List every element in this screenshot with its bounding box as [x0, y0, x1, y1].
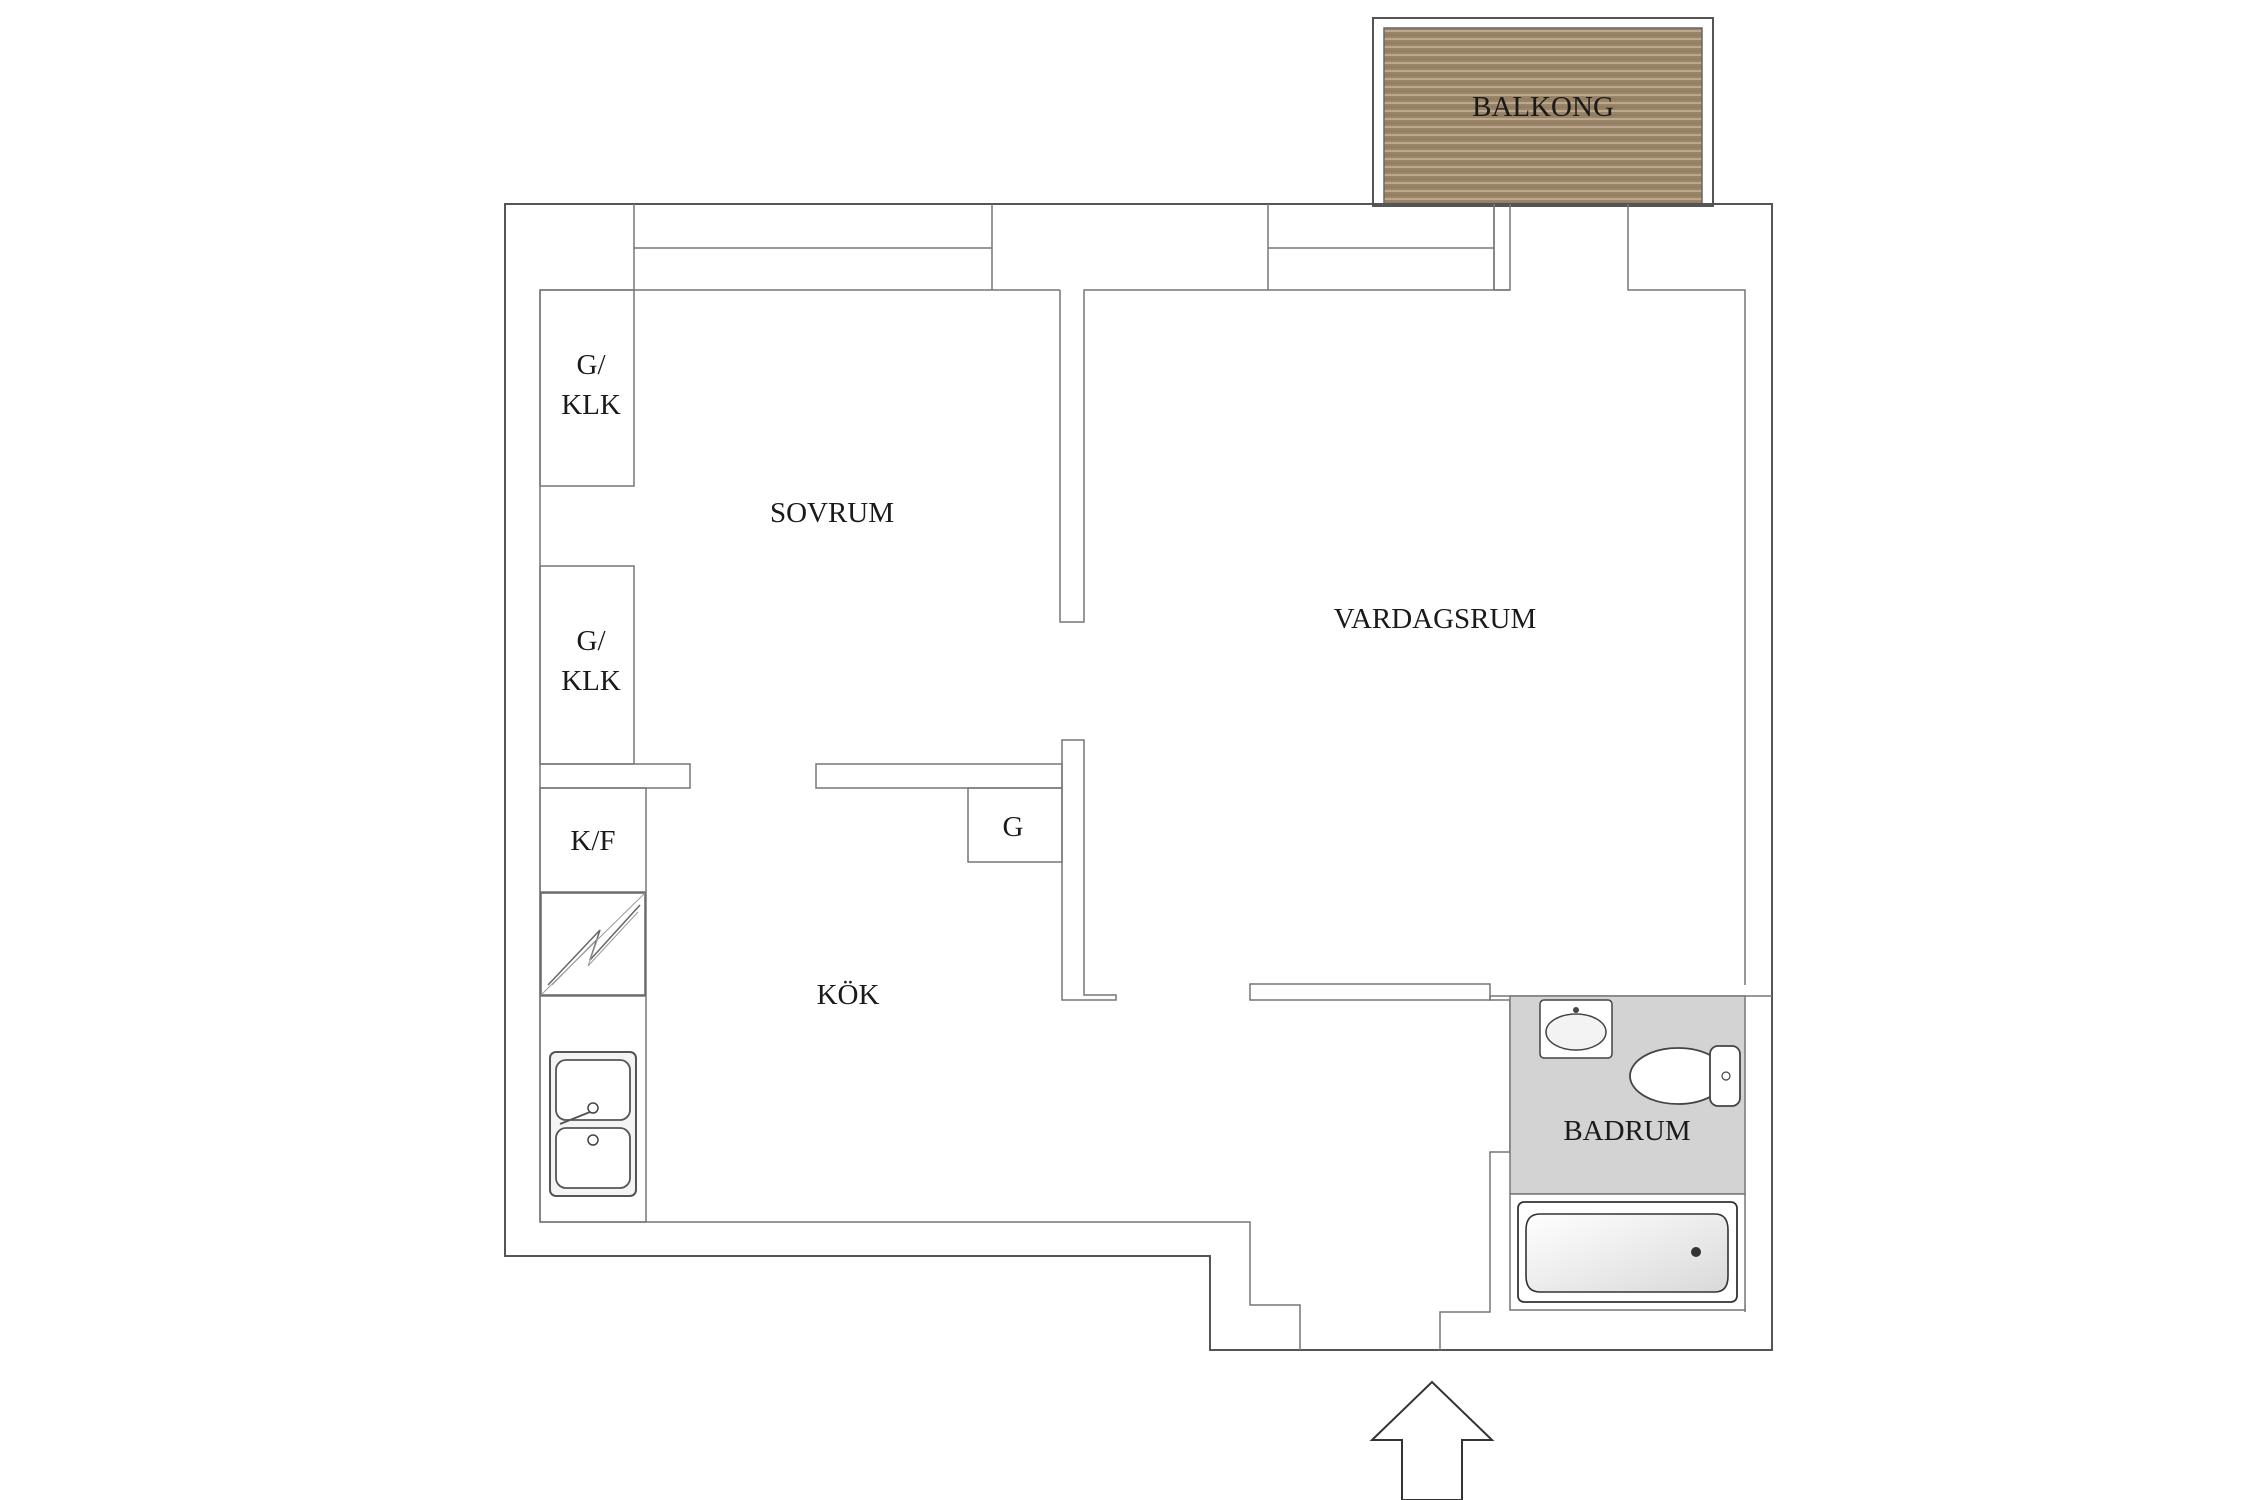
bathroom: BADRUM [1509, 995, 1746, 1311]
bathtub-icon [1517, 1201, 1738, 1303]
entrance-arrow-icon [1369, 1380, 1495, 1500]
wardrobe-1-label-line1: G/ [577, 349, 607, 381]
balcony: BALKONG [1372, 17, 1714, 207]
double-sink-icon [549, 1051, 637, 1197]
fridge-label: K/F [570, 825, 615, 857]
balcony-label: BALKONG [1472, 91, 1614, 123]
closet-label: G [1003, 811, 1024, 843]
kitchen-counter: K/F [539, 787, 647, 1223]
washbasin-icon [1539, 999, 1613, 1059]
bedroom-label: SOVRUM [770, 497, 894, 529]
closet: G [967, 787, 1063, 863]
wardrobe-1: G/ KLK [539, 289, 635, 487]
wardrobe-2-label-line2: KLK [561, 665, 621, 697]
toilet-icon [1629, 1045, 1741, 1107]
living-room-label: VARDAGSRUM [1334, 603, 1537, 635]
wardrobe-2: G/ KLK [539, 565, 635, 765]
stove-icon [540, 892, 646, 996]
kitchen-label: KÖK [817, 979, 880, 1011]
windows [633, 204, 1746, 985]
bathroom-label: BADRUM [1563, 1115, 1690, 1147]
outer-walls [504, 203, 1773, 1351]
wardrobe-1-label-line2: KLK [561, 389, 621, 421]
wardrobe-2-label-line1: G/ [577, 625, 607, 657]
